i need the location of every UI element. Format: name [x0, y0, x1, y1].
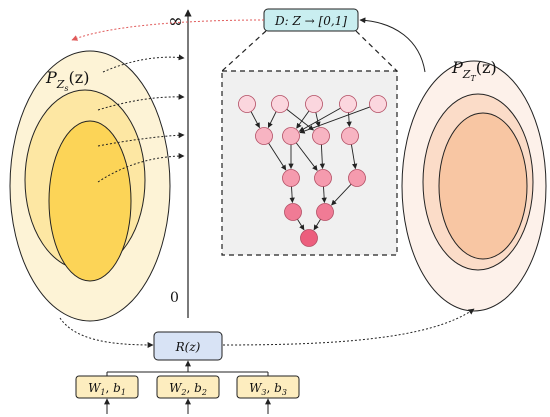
network-node: [300, 229, 318, 247]
network-nodes: [238, 95, 387, 247]
network-edge: [319, 144, 326, 170]
regularizer-label: R(z): [175, 340, 201, 354]
map-arrow-2: [97, 93, 185, 111]
regularizer: R(z): [153, 331, 223, 361]
network-edges: [250, 106, 371, 231]
weight-box-3-label: W3, b3: [249, 381, 287, 397]
weight-box-2-rect: [156, 375, 220, 399]
regularizer-to-target-arrow: [222, 308, 475, 346]
discriminator: D: Z → [0,1]: [263, 8, 359, 32]
network-edge: [313, 219, 321, 231]
weight-box-1-rect: [75, 375, 139, 399]
network-edge: [350, 144, 358, 170]
target-inner-ellipse: [438, 112, 528, 260]
network-edge: [250, 111, 260, 129]
target-distribution: PZT(z): [401, 58, 547, 312]
weight-box-2: W2, b2: [156, 375, 220, 414]
network-node: [314, 169, 332, 187]
discriminator-to-source-arrow: [71, 19, 265, 41]
source-label: PZs(z): [45, 68, 89, 93]
latent-axis: ∞ 0: [168, 9, 192, 318]
weight-box-1: W1, b1: [75, 375, 139, 414]
mapping-arrows: [97, 54, 185, 183]
axis-bottom-label: 0: [170, 290, 179, 306]
network-node: [284, 203, 302, 221]
zoom-line-left: [221, 30, 267, 72]
network-node: [305, 95, 323, 113]
zoom-line-right: [355, 30, 398, 72]
network-node: [339, 95, 357, 113]
network-node: [341, 127, 359, 145]
target-to-discriminator-arrow: [359, 17, 426, 73]
axis-top-label: ∞: [168, 11, 183, 32]
weights: W1, b1 W2, b2 W3, b3: [75, 375, 300, 414]
network-edge: [321, 186, 327, 204]
weight-box-3: W3, b3: [236, 375, 300, 414]
network-edge: [289, 186, 295, 204]
network-node: [312, 127, 330, 145]
network-node: [255, 127, 273, 145]
network-node: [271, 95, 289, 113]
network-node: [238, 95, 256, 113]
network-edge: [295, 142, 318, 171]
network-edge: [298, 107, 341, 132]
network-edge: [297, 219, 305, 231]
network-edge: [286, 108, 314, 131]
zoom-lines: [221, 30, 398, 72]
source-to-regularizer-arrow: [59, 317, 154, 348]
network-edge: [331, 183, 352, 206]
network-edge: [296, 110, 310, 129]
weights-connector: [106, 360, 269, 376]
network-edge: [267, 111, 277, 128]
map-arrow-3: [97, 132, 185, 147]
network-node: [348, 169, 366, 187]
network-edge: [315, 112, 321, 128]
network-edge: [346, 112, 352, 128]
weight-box-3-rect: [236, 375, 300, 399]
source-inner-ellipse: [48, 120, 132, 282]
network-edge: [268, 142, 287, 171]
network-node: [282, 169, 300, 187]
regularizer-box: [153, 331, 223, 361]
target-label: PZT(z): [451, 58, 497, 83]
weight-box-1-label: W1, b1: [88, 381, 126, 397]
map-arrow-1: [102, 54, 185, 73]
network-node: [369, 95, 387, 113]
network-node: [282, 127, 300, 145]
network-node: [316, 203, 334, 221]
network-panel: [221, 70, 398, 256]
source-distribution: PZs(z): [9, 50, 171, 322]
discriminator-label: D: Z → [0,1]: [274, 14, 347, 28]
map-arrow-4: [97, 153, 185, 183]
weight-box-2-label: W2, b2: [169, 381, 207, 397]
